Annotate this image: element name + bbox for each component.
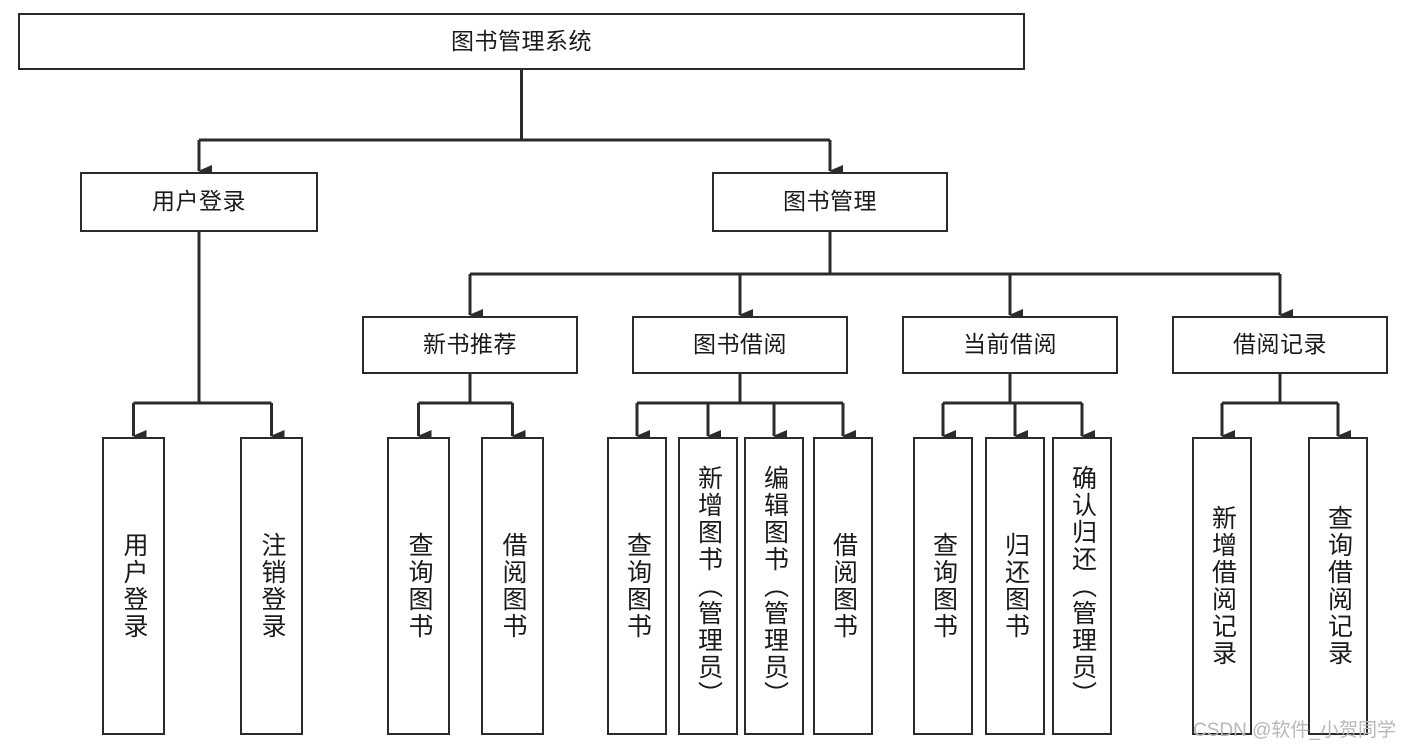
node-label: 新增图书（管理员） — [694, 464, 723, 708]
node-label: 查询图书 — [405, 532, 433, 640]
node-leaf-borrow-book-2[interactable]: 借阅图书 — [813, 437, 873, 735]
node-leaf-edit-book[interactable]: 编辑图书（管理员） — [744, 437, 804, 735]
node-label: 用户登录 — [152, 188, 246, 215]
node-current-borrow[interactable]: 当前借阅 — [902, 316, 1118, 374]
node-leaf-add-book[interactable]: 新增图书（管理员） — [678, 437, 738, 735]
node-leaf-query-record[interactable]: 查询借阅记录 — [1308, 437, 1368, 735]
node-borrow-record[interactable]: 借阅记录 — [1172, 316, 1388, 374]
node-leaf-query-book-3[interactable]: 查询图书 — [913, 437, 973, 735]
node-label: 查询图书 — [623, 532, 652, 640]
node-leaf-query-book-1[interactable]: 查询图书 — [387, 437, 450, 735]
node-book-manage[interactable]: 图书管理 — [712, 172, 948, 232]
node-user-login[interactable]: 用户登录 — [80, 172, 318, 232]
node-leaf-return-book[interactable]: 归还图书 — [985, 437, 1045, 735]
node-book-borrow[interactable]: 图书借阅 — [632, 316, 848, 374]
node-label: 归还图书 — [1001, 532, 1030, 640]
node-leaf-query-book-2[interactable]: 查询图书 — [607, 437, 667, 735]
node-label: 查询借阅记录 — [1324, 505, 1353, 667]
node-label: 图书管理 — [783, 188, 877, 215]
node-leaf-borrow-book-1[interactable]: 借阅图书 — [481, 437, 544, 735]
node-label: 编辑图书（管理员） — [760, 464, 789, 708]
node-label: 新书推荐 — [423, 331, 517, 358]
node-label: 借阅记录 — [1233, 331, 1327, 358]
node-leaf-user-login[interactable]: 用户登录 — [102, 437, 165, 735]
node-label: 查询图书 — [929, 532, 958, 640]
node-label: 注销登录 — [258, 532, 286, 640]
node-label: 当前借阅 — [963, 331, 1057, 358]
node-label: 新增借阅记录 — [1208, 505, 1237, 667]
node-leaf-user-logout[interactable]: 注销登录 — [240, 437, 303, 735]
node-root[interactable]: 图书管理系统 — [18, 13, 1025, 70]
node-label: 借阅图书 — [829, 532, 858, 640]
node-label: 图书借阅 — [693, 331, 787, 358]
node-label: 借阅图书 — [499, 532, 527, 640]
node-label: 用户登录 — [120, 532, 148, 640]
node-leaf-confirm-return[interactable]: 确认归还（管理员） — [1052, 437, 1112, 735]
node-new-book-recommend[interactable]: 新书推荐 — [362, 316, 578, 374]
node-leaf-add-record[interactable]: 新增借阅记录 — [1192, 437, 1252, 735]
node-label: 图书管理系统 — [451, 27, 592, 54]
node-label: 确认归还（管理员） — [1068, 464, 1097, 708]
